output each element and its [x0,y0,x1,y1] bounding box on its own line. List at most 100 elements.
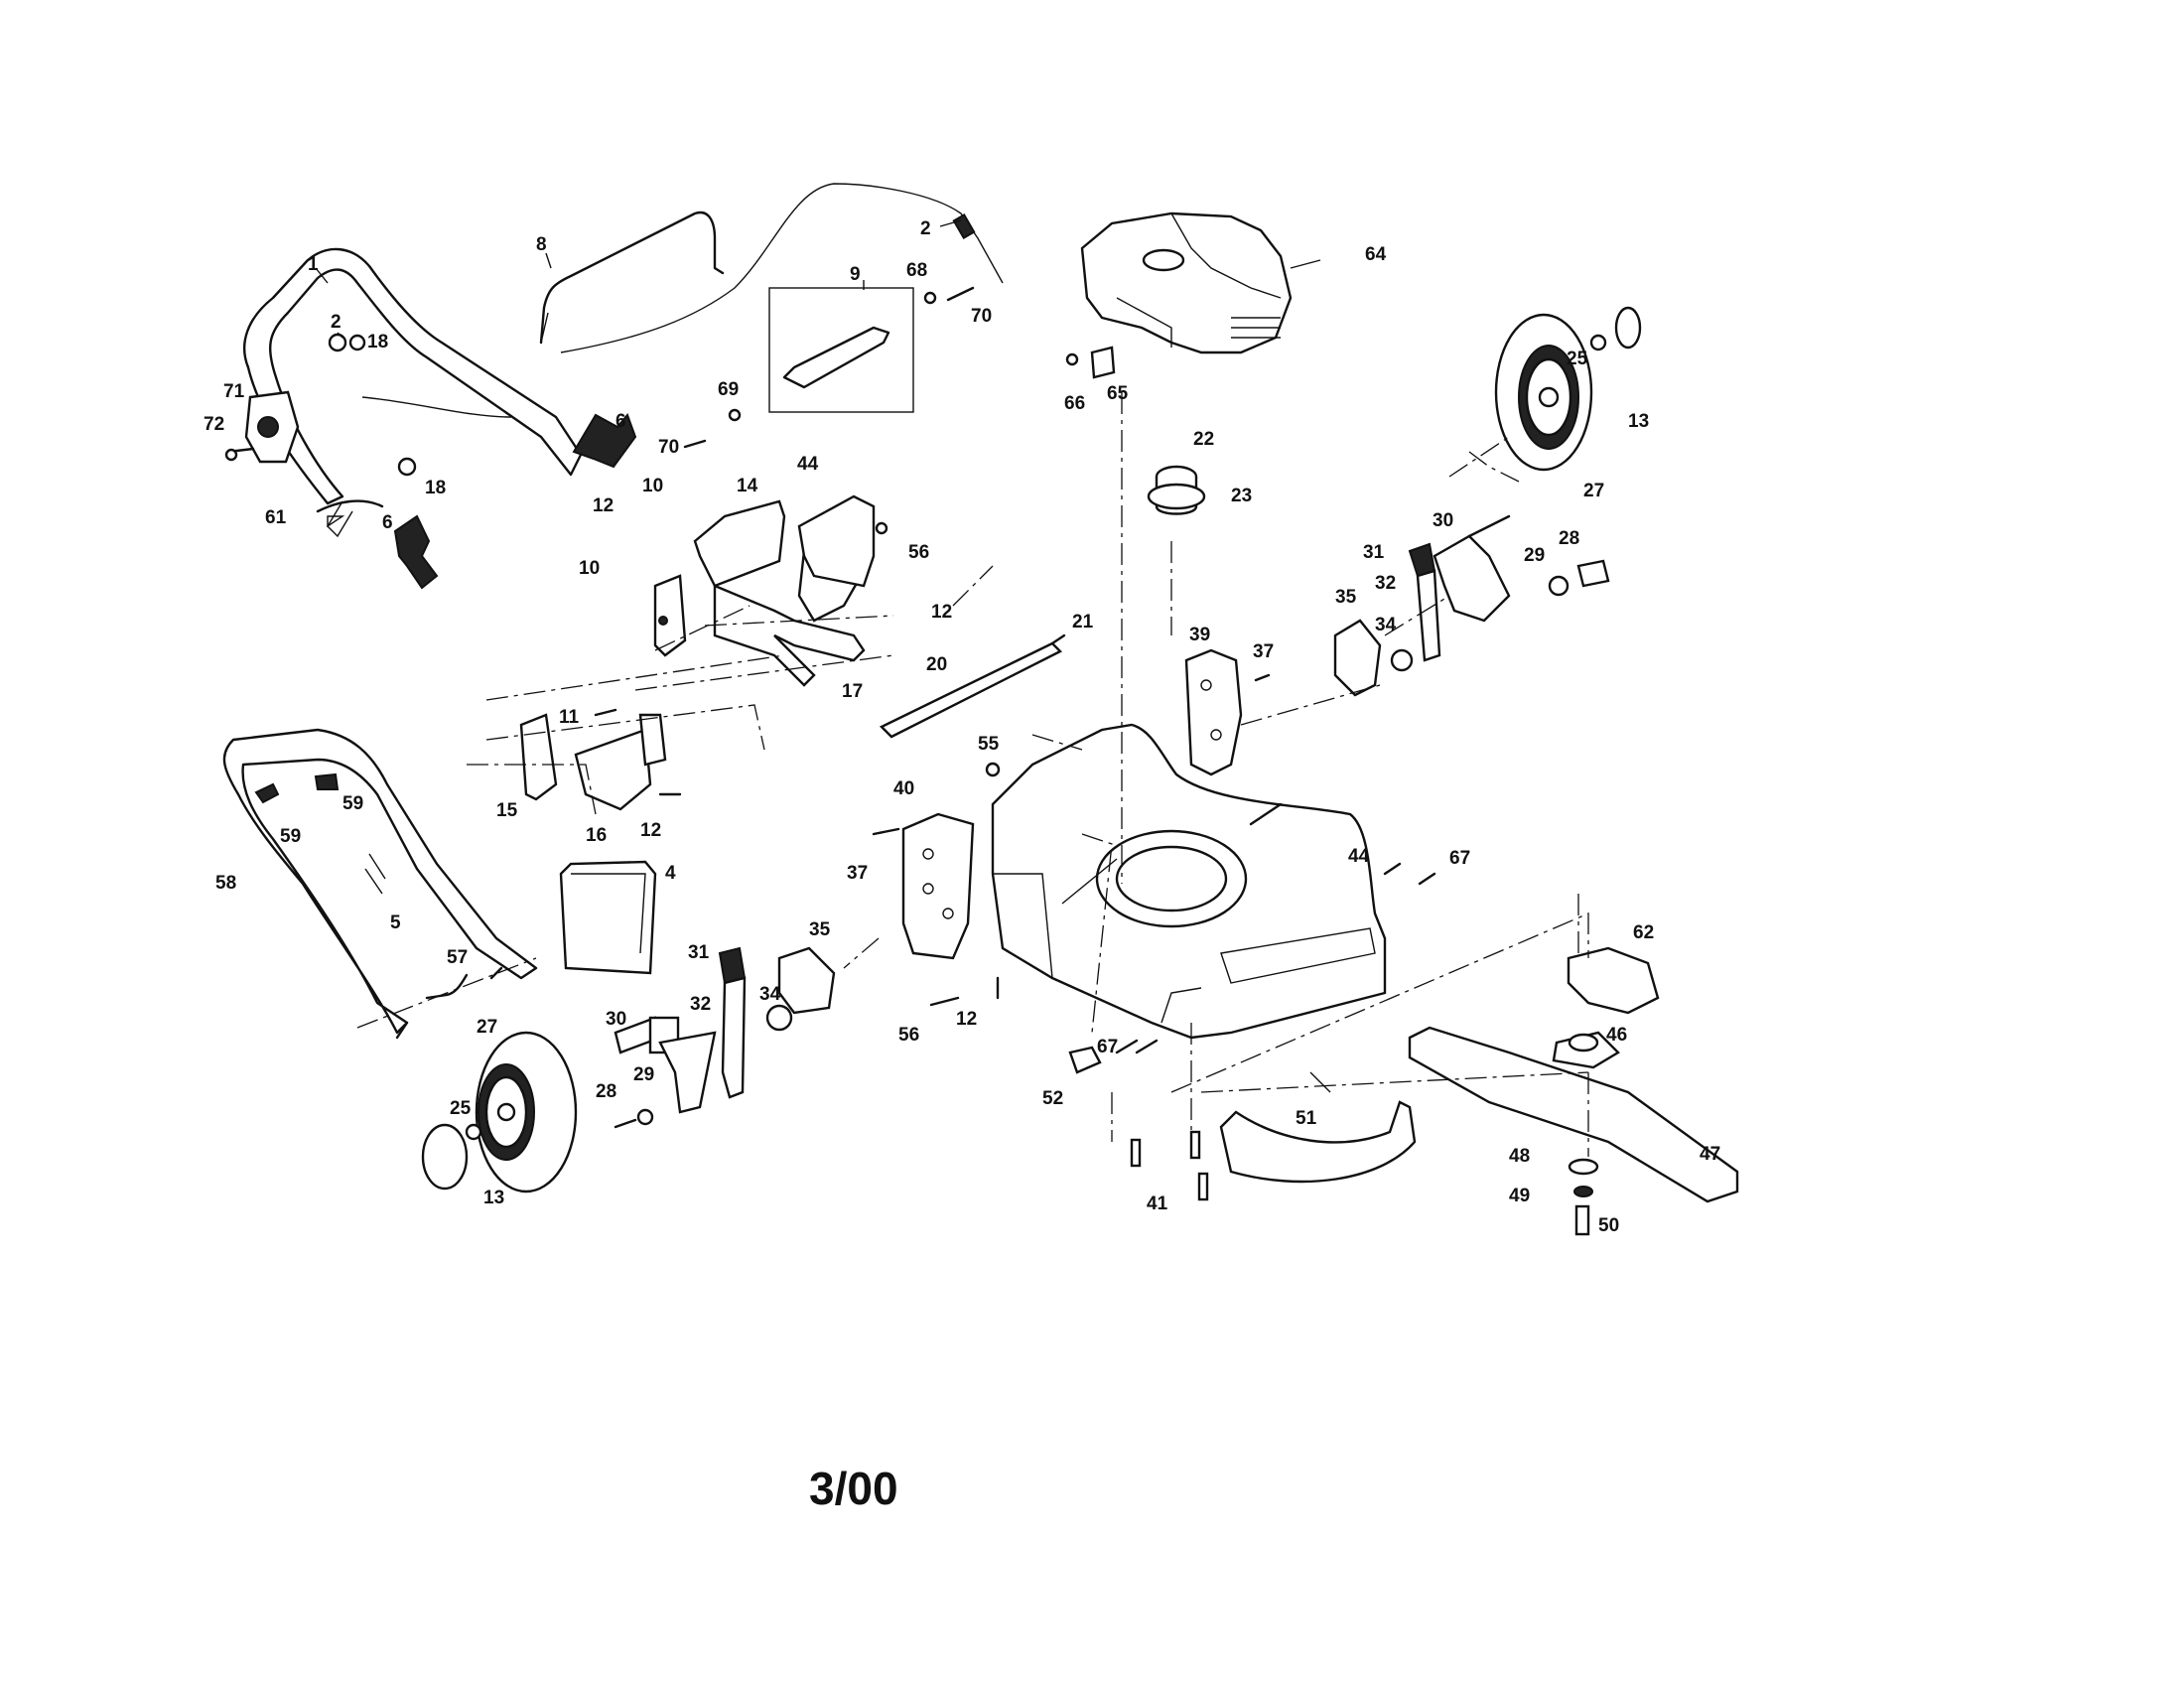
callout-25: 25 [1567,349,1588,369]
callout-40: 40 [893,778,914,799]
callout-64: 64 [1365,244,1387,265]
callout-41: 41 [1147,1193,1168,1214]
callout-55: 55 [978,734,1000,755]
callout-51: 51 [1296,1108,1317,1129]
callout-34: 34 [1375,615,1397,635]
throttle-control [224,390,384,528]
callout-4: 4 [665,863,676,884]
callout-56: 56 [908,542,929,563]
callout-44: 44 [797,454,819,475]
callout-6: 6 [382,512,393,533]
callout-6: 6 [615,411,626,432]
callout-12: 12 [956,1009,977,1030]
callout-31: 31 [688,942,710,963]
side-skirt [1219,1100,1417,1184]
callout-15: 15 [496,800,518,821]
blade-support [1552,1031,1620,1069]
callout-11: 11 [559,707,580,728]
callout-18: 18 [425,478,446,498]
callout-69: 69 [718,379,739,400]
deck-bracket-left [901,812,975,960]
callout-61: 61 [265,507,287,528]
callout-22: 22 [1193,429,1214,450]
blade-bolt-stack [1568,1158,1599,1236]
rear-flap [559,860,657,975]
height-adjuster-right [1333,514,1610,697]
blade-adapter-pulley [1147,465,1206,515]
callout-12: 12 [593,495,614,516]
callout-9: 9 [850,264,861,285]
callout-71: 71 [223,381,245,402]
bail-bar [539,210,725,345]
height-adjuster-left [614,946,836,1129]
callout-31: 31 [1363,542,1385,563]
callout-16: 16 [586,825,607,846]
callout-29: 29 [633,1064,654,1085]
discharge-deflector [1068,1046,1102,1074]
handle-bolts [254,772,386,895]
callout-10: 10 [642,476,663,496]
callout-47: 47 [1700,1144,1720,1165]
engine-mount-bracket [1065,346,1116,379]
callout-52: 52 [1042,1088,1063,1109]
callout-28: 28 [596,1081,616,1102]
callout-5: 5 [390,912,401,933]
callout-66: 66 [1064,393,1085,414]
callout-68: 68 [906,260,927,281]
callout-62: 62 [1633,922,1654,943]
callout-27: 27 [1583,481,1604,501]
callout-1: 1 [308,254,319,275]
mower-deck [991,723,1387,1040]
hinge-brackets [519,574,687,811]
callout-8: 8 [536,234,547,255]
rear-flap-assembly [693,494,888,687]
callout-30: 30 [1433,510,1453,531]
callout-58: 58 [215,873,236,894]
mower-blade [1408,1026,1739,1203]
blade-adapter-plate [1567,946,1660,1015]
rear-wheel-right [1494,306,1642,472]
alignment-lines [356,392,1589,1157]
callout-46: 46 [1606,1025,1627,1046]
callout-17: 17 [842,681,863,702]
callout-70: 70 [971,306,992,327]
callout-2: 2 [920,218,931,239]
upper-handle [243,247,583,538]
callout-28: 28 [1559,528,1579,549]
callout-30: 30 [606,1009,626,1030]
callout-32: 32 [1375,573,1396,594]
deck-bolts [1130,1130,1209,1201]
wheel-washer-left [465,1123,482,1141]
callout-57: 57 [447,947,468,968]
callout-70: 70 [658,437,679,458]
callout-12: 12 [640,820,661,841]
cable-clip-upper [328,333,417,477]
callout-37: 37 [1253,641,1274,662]
handle-knob-upper [572,413,637,469]
callout-13: 13 [1628,411,1649,432]
deck-bracket-right [1184,648,1243,776]
callout-37: 37 [847,863,868,884]
handle-pin [425,966,503,1000]
callout-2: 2 [331,312,341,333]
grass-bag-frame [768,287,914,413]
hubcap-left [421,1123,469,1191]
handle-knob-lower [393,514,439,590]
callout-39: 39 [1189,625,1210,645]
callout-49: 49 [1509,1186,1530,1206]
callout-35: 35 [809,919,831,940]
callout-20: 20 [926,654,947,675]
lower-handle [222,728,538,1040]
callout-35: 35 [1335,587,1357,608]
callout-72: 72 [204,414,224,435]
callout-44: 44 [1348,846,1370,867]
callout-23: 23 [1231,486,1252,506]
callout-48: 48 [1509,1146,1530,1167]
cable-fasteners [683,286,975,449]
callout-56: 56 [898,1025,919,1046]
misc-fasteners [872,673,1436,1054]
leader-lines [315,219,1331,1093]
callout-13: 13 [483,1188,504,1208]
rear-axle-rod [879,633,1066,739]
